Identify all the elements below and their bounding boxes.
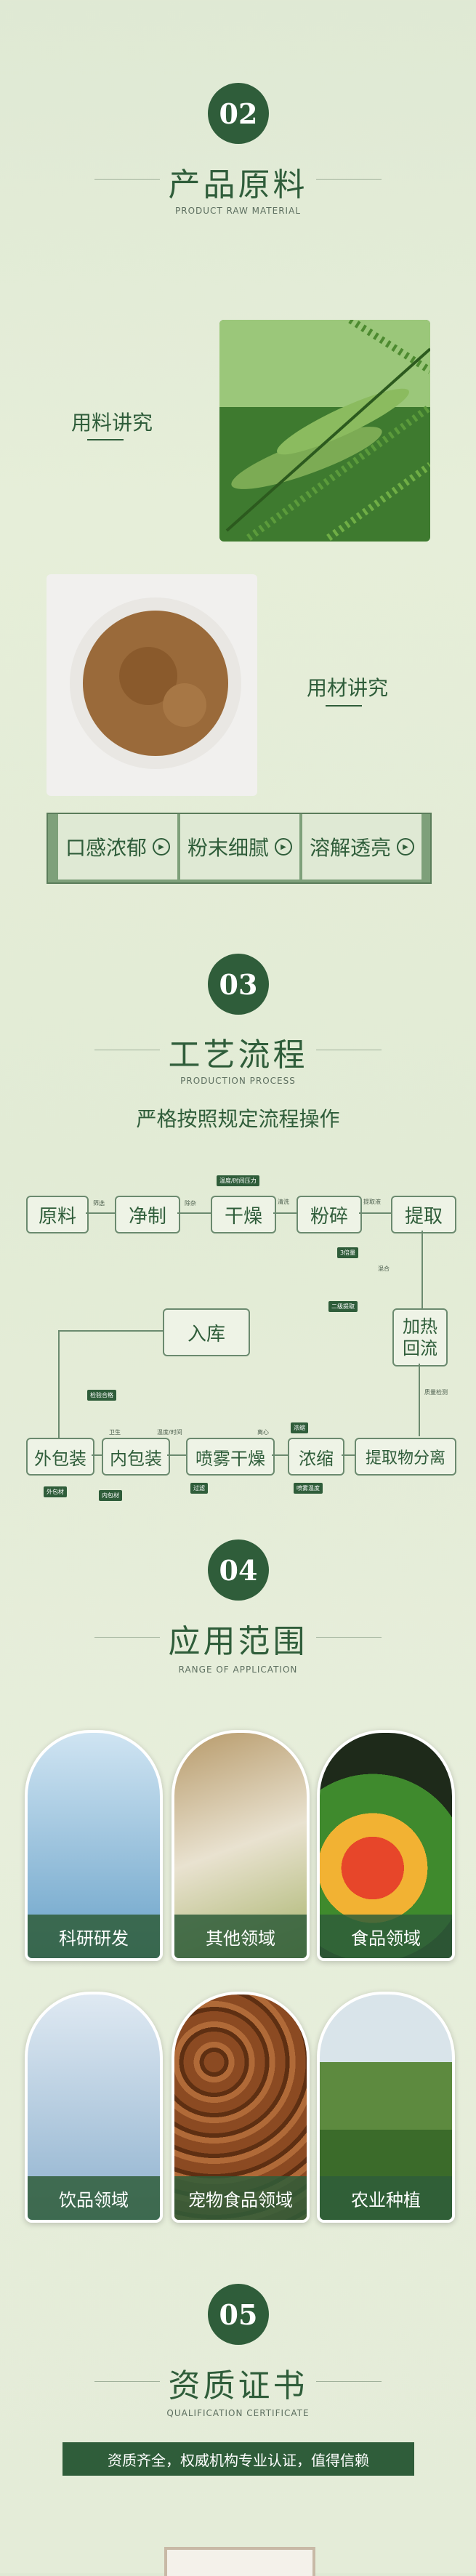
process-tag: 喷雾温度 [294, 1483, 323, 1494]
title-divider-left [94, 1637, 160, 1638]
process-step: 提取物分离 [355, 1438, 456, 1476]
application-label: 饮品领域 [28, 2176, 160, 2220]
process-step: 内包装 [102, 1438, 170, 1476]
process-tag: 温度/时间压力 [217, 1175, 259, 1186]
process-step-label: 加热回流 [403, 1316, 437, 1359]
title-divider-right [316, 1637, 382, 1638]
process-note: 筛选 [93, 1200, 105, 1207]
flow-connector [421, 1231, 423, 1311]
play-circle-icon: ▶ [275, 838, 293, 856]
flow-arrow [92, 1454, 102, 1456]
title-divider-right [316, 179, 382, 180]
process-tagline: 严格按照规定流程操作 [136, 1107, 340, 1131]
process-note: 提取液 [363, 1199, 381, 1205]
flow-arrow [177, 1212, 211, 1214]
flow-connector [419, 1364, 420, 1436]
process-step: 浓缩 [288, 1438, 344, 1476]
material-label-2: 用材讲究 [307, 676, 389, 700]
process-step: 原料 [26, 1196, 89, 1233]
feature-label: 口感浓郁 [65, 836, 148, 860]
flow-arrow [167, 1454, 186, 1456]
process-note: 温度/时间 [157, 1429, 182, 1436]
process-step: 提取 [391, 1196, 456, 1233]
process-tag: 过滤 [190, 1483, 208, 1494]
flow-arrow [86, 1212, 115, 1214]
process-tag: 二级提取 [328, 1301, 358, 1312]
process-step: 入库 [163, 1308, 250, 1356]
application-card: 农业种植 [317, 1992, 455, 2223]
section-subtitle: PRODUCT RAW MATERIAL [175, 206, 301, 216]
process-step: 净制 [115, 1196, 180, 1233]
process-step: 加热回流 [392, 1308, 448, 1367]
feature-label: 粉末细腻 [187, 836, 270, 860]
material-label-1: 用料讲究 [71, 411, 153, 435]
section-title: 工艺流程 [168, 1037, 308, 1074]
flow-arrow [359, 1212, 391, 1214]
process-note: 卫生 [109, 1429, 121, 1436]
section-subtitle: RANGE OF APPLICATION [178, 1665, 298, 1675]
section-number-badge: 02 [208, 83, 269, 144]
process-step: 喷雾干燥 [186, 1438, 275, 1476]
title-divider-left [94, 179, 160, 180]
application-card: 饮品领域 [25, 1992, 163, 2223]
flow-arrow [342, 1454, 355, 1456]
process-note: 混合 [378, 1265, 390, 1272]
section-number-badge: 03 [208, 954, 269, 1015]
section-title: 资质证书 [168, 2367, 308, 2404]
play-circle-icon: ▶ [153, 838, 171, 856]
section-subtitle: QUALIFICATION CERTIFICATE [166, 2408, 310, 2418]
label-underline [87, 439, 124, 440]
process-note: 质量检测 [424, 1389, 448, 1396]
section-title: 产品原料 [168, 166, 308, 204]
application-card: 食品领域 [317, 1730, 455, 1961]
process-tag: 内包材 [99, 1490, 122, 1501]
play-circle-icon: ▶ [397, 838, 415, 856]
feature-item: 粉末细腻 ▶ [180, 814, 300, 880]
process-step: 干燥 [211, 1196, 276, 1233]
section-subtitle: PRODUCTION PROCESS [180, 1076, 296, 1086]
process-note: 除杂 [185, 1200, 196, 1207]
flow-connector [58, 1330, 60, 1438]
qualification-banner: 资质齐全，权威机构专业认证，值得信赖 [62, 2442, 414, 2476]
application-label: 其他领域 [174, 1915, 307, 1958]
title-divider-right [316, 2381, 382, 2382]
application-card: 其他领域 [172, 1730, 310, 1961]
acacia-leaf-photo [219, 320, 430, 542]
section-title: 应用范围 [168, 1623, 308, 1660]
process-step: 外包装 [26, 1438, 94, 1476]
certificate-frame [164, 2547, 315, 2576]
process-note: 离心 [257, 1429, 269, 1436]
feature-item: 溶解透亮 ▶ [302, 814, 422, 880]
section-number-badge: 04 [208, 1539, 269, 1601]
brown-powder-photo [47, 574, 257, 796]
process-tag: 外包材 [44, 1486, 67, 1497]
process-step: 粉碎 [297, 1196, 362, 1233]
flow-arrow [273, 1212, 297, 1214]
process-tag: 3倍量 [337, 1247, 359, 1258]
title-divider-left [94, 2381, 160, 2382]
flow-connector [58, 1330, 163, 1332]
section-number-badge: 05 [208, 2284, 269, 2345]
process-tag: 浓缩 [291, 1422, 308, 1433]
feature-item: 口感浓郁 ▶ [58, 814, 178, 880]
application-label: 食品领域 [320, 1915, 452, 1958]
application-card: 宠物食品领域 [172, 1992, 310, 2223]
application-card: 科研研发 [25, 1730, 163, 1961]
process-note: 清洗 [278, 1199, 289, 1205]
application-label: 宠物食品领域 [174, 2176, 307, 2220]
process-tag: 检验合格 [87, 1390, 116, 1401]
label-underline [326, 705, 362, 707]
application-label: 科研研发 [28, 1915, 160, 1958]
feature-label: 溶解透亮 [310, 836, 392, 860]
application-label: 农业种植 [320, 2176, 452, 2220]
flow-arrow [272, 1454, 288, 1456]
